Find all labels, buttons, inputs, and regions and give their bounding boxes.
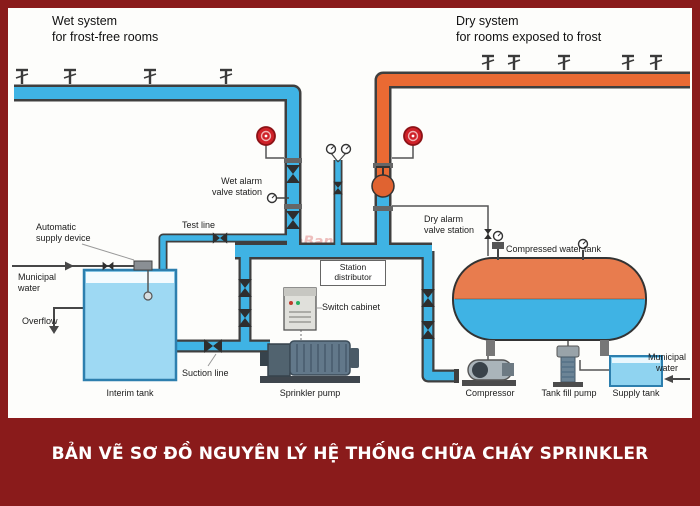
- compressor: [462, 359, 516, 386]
- gauge-icon: [492, 230, 504, 242]
- sprinkler-icon: [648, 54, 664, 72]
- label-switch-cabinet: Switch cabinet: [322, 302, 381, 312]
- compressed-water-tank: [452, 242, 647, 356]
- label-test-line: Test line: [182, 220, 216, 230]
- diagram-canvas: MuaBan: [8, 8, 692, 418]
- title-banner: BẢN VẼ SƠ ĐỒ NGUYÊN LÝ HỆ THỐNG CHỮA CHÁ…: [0, 418, 700, 506]
- label-municipal-water-left: Municipal water: [18, 272, 57, 293]
- label-wet-system: Wet system for frost-free rooms: [52, 14, 159, 45]
- overflow-pipe: [53, 307, 84, 328]
- sprinkler-icon: [218, 68, 234, 86]
- sprinkler-pump: [260, 340, 360, 383]
- dry-alarm-valve-station-device: [371, 163, 395, 211]
- sprinkler-icon: [480, 54, 496, 72]
- dry-alarm-bell-icon: [403, 126, 423, 146]
- wet-alarm-bell-icon: [256, 126, 276, 146]
- dry-main-pipe: [377, 74, 690, 188]
- sprinkler-icon: [14, 68, 30, 86]
- label-compressor: Compressor: [465, 388, 515, 398]
- label-automatic-supply-device: Automatic supply device: [36, 222, 91, 243]
- sprinkler-icon: [506, 54, 522, 72]
- air-line: [392, 205, 489, 256]
- interim-tank: [82, 268, 178, 382]
- automatic-supply-device: [133, 260, 153, 271]
- piping: [14, 71, 690, 383]
- label-municipal-water-right: Municipal water: [647, 352, 687, 373]
- tank-fill-pump: [553, 345, 583, 387]
- gauge-icon: [325, 143, 337, 155]
- diagram-svg: [12, 54, 690, 387]
- label-sprinkler-pump: Sprinkler pump: [279, 388, 341, 398]
- sprinkler-heads-wet: [14, 68, 234, 86]
- gauge-icon: [340, 143, 352, 155]
- label-suction-line: Suction line: [182, 368, 229, 378]
- sprinkler-icon: [142, 68, 158, 86]
- label-interim-tank: Interim tank: [106, 388, 154, 398]
- label-tank-fill-pump: Tank fill pump: [541, 388, 597, 398]
- flow-arrows: [49, 261, 673, 383]
- sprinkler-heads-dry: [480, 54, 664, 72]
- test-line-pipe: [160, 235, 293, 270]
- sprinkler-icon: [556, 54, 572, 72]
- wet-main-pipe: [14, 87, 299, 251]
- switch-cabinet: [283, 287, 317, 331]
- pipe-end-flange: [454, 369, 459, 383]
- pressure-gauges: [266, 143, 589, 250]
- wet-alarm-valve-station-device: [284, 158, 302, 209]
- gauge-icon: [266, 192, 278, 204]
- label-wet-alarm-valve-station: Wet alarm valve station: [211, 176, 262, 197]
- poster-title: BẢN VẼ SƠ ĐỒ NGUYÊN LÝ HỆ THỐNG CHỮA CHÁ…: [51, 444, 649, 464]
- label-dry-alarm-valve-station: Dry alarm valve station: [424, 214, 475, 235]
- label-overflow: Overflow: [22, 316, 58, 326]
- sprinkler-icon: [620, 54, 636, 72]
- label-compressed-water-tank: Compressed water tank: [506, 244, 602, 254]
- supply-tank: [609, 355, 663, 387]
- label-supply-tank: Supply tank: [612, 388, 660, 398]
- label-dry-system: Dry system for rooms exposed to frost: [456, 14, 602, 45]
- sprinkler-icon: [62, 68, 78, 86]
- label-station-distributor: Station distributor: [320, 260, 386, 286]
- tank-riser-pipe: [423, 251, 456, 381]
